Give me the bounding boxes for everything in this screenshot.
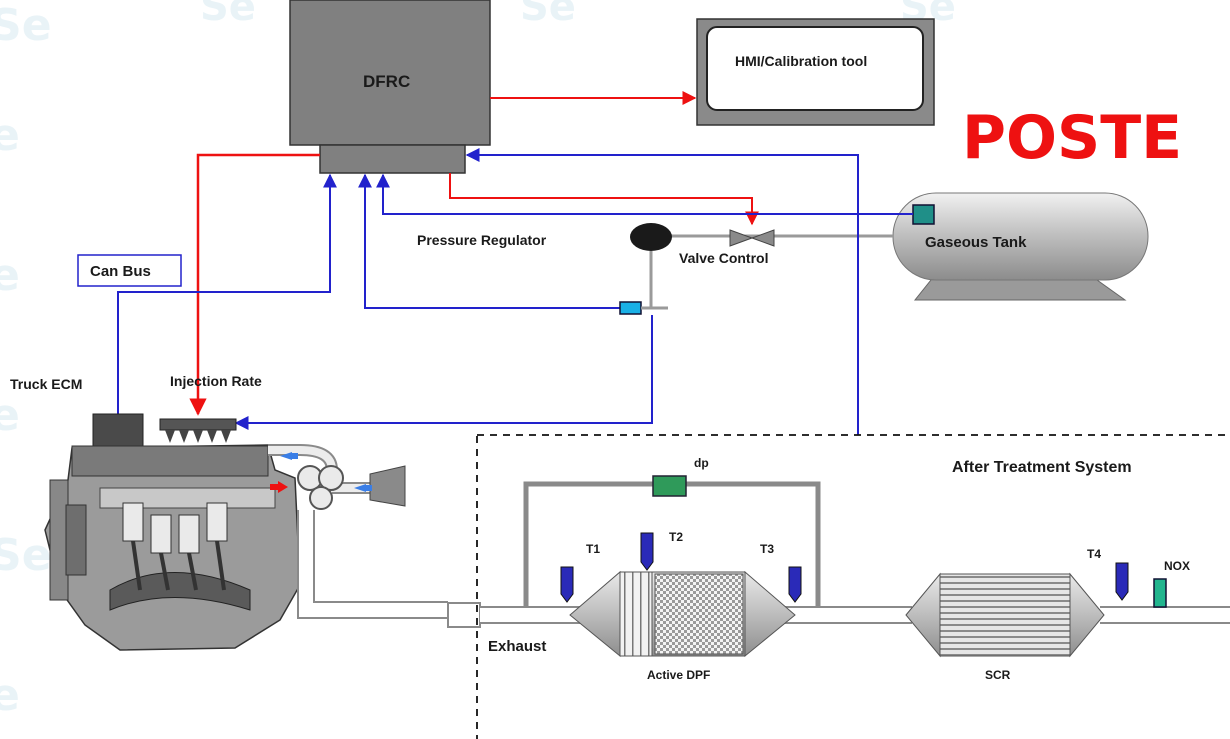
pressure-sensor (619, 301, 642, 315)
svg-text:e: e (0, 250, 20, 301)
dp-sensor (652, 475, 687, 497)
injection-rate-label: Injection Rate (170, 373, 262, 389)
t2-sensor-icon (640, 532, 654, 571)
hmi-tool: HMI/Calibration tool (696, 18, 935, 126)
active-dpf-label: Active DPF (647, 668, 710, 682)
t1-label: T1 (586, 542, 600, 556)
t3-label: T3 (760, 542, 774, 556)
svg-text:Se: Se (0, 0, 52, 51)
svg-text:Se: Se (200, 0, 256, 30)
t1-sensor-icon (560, 566, 574, 603)
dp-label: dp (694, 456, 709, 470)
can-bus-line (117, 173, 337, 415)
valve-control-icon (729, 229, 775, 247)
turbocharger (297, 465, 406, 510)
pressure-sensor-to-dfrc-line (358, 173, 620, 309)
exhaust-flange (447, 602, 481, 628)
dfrc-box: DFRC (289, 0, 491, 174)
exhaust-label: Exhaust (488, 638, 546, 655)
pressure-to-injector-line (234, 315, 653, 430)
nox-label: NOX (1164, 559, 1190, 573)
truck-ecm-box (92, 413, 144, 447)
svg-text:e: e (0, 390, 20, 441)
exhaust-downpipe (297, 510, 448, 619)
svg-text:e: e (0, 670, 20, 721)
scr-label: SCR (985, 668, 1011, 682)
watermark: Se e e e Se e Se Se Se (0, 0, 956, 721)
t2-label: T2 (669, 530, 683, 544)
active-dpf (569, 570, 796, 658)
t4-sensor-icon (1115, 562, 1129, 601)
gaseous-tank: Gaseous Tank (892, 192, 1149, 301)
can-bus-box (77, 254, 182, 287)
hmi-label: HMI/Calibration tool (735, 53, 867, 69)
svg-text:Se: Se (520, 0, 576, 30)
engine (44, 444, 301, 651)
ats-to-dfrc-line (465, 148, 859, 435)
ats-boundary (476, 434, 1230, 739)
valve-control-label: Valve Control (679, 250, 768, 266)
t4-label: T4 (1087, 547, 1101, 561)
dfrc-to-injector-line (189, 153, 320, 416)
svg-text:e: e (0, 110, 20, 161)
scr (905, 572, 1105, 658)
dfrc-to-valve-line (449, 173, 759, 226)
tank-sensor-to-dfrc-line (376, 173, 913, 215)
can-bus-label: Can Bus (90, 263, 151, 280)
nox-sensor (1153, 578, 1167, 608)
pressure-regulator-icon (630, 223, 672, 251)
truck-ecm-label: Truck ECM (10, 376, 82, 392)
tank-sensor (912, 204, 935, 225)
pressure-regulator-label: Pressure Regulator (417, 232, 547, 248)
svg-text:Se: Se (0, 530, 52, 581)
injector-rail (159, 418, 237, 443)
ats-label: After Treatment System (952, 459, 1132, 476)
poster-label: POSTE (962, 103, 1182, 173)
gaseous-tank-label: Gaseous Tank (925, 234, 1027, 251)
t3-sensor-icon (788, 566, 802, 603)
exhaust-downpipe-inner (299, 510, 448, 617)
dfrc-label: DFRC (363, 72, 410, 91)
